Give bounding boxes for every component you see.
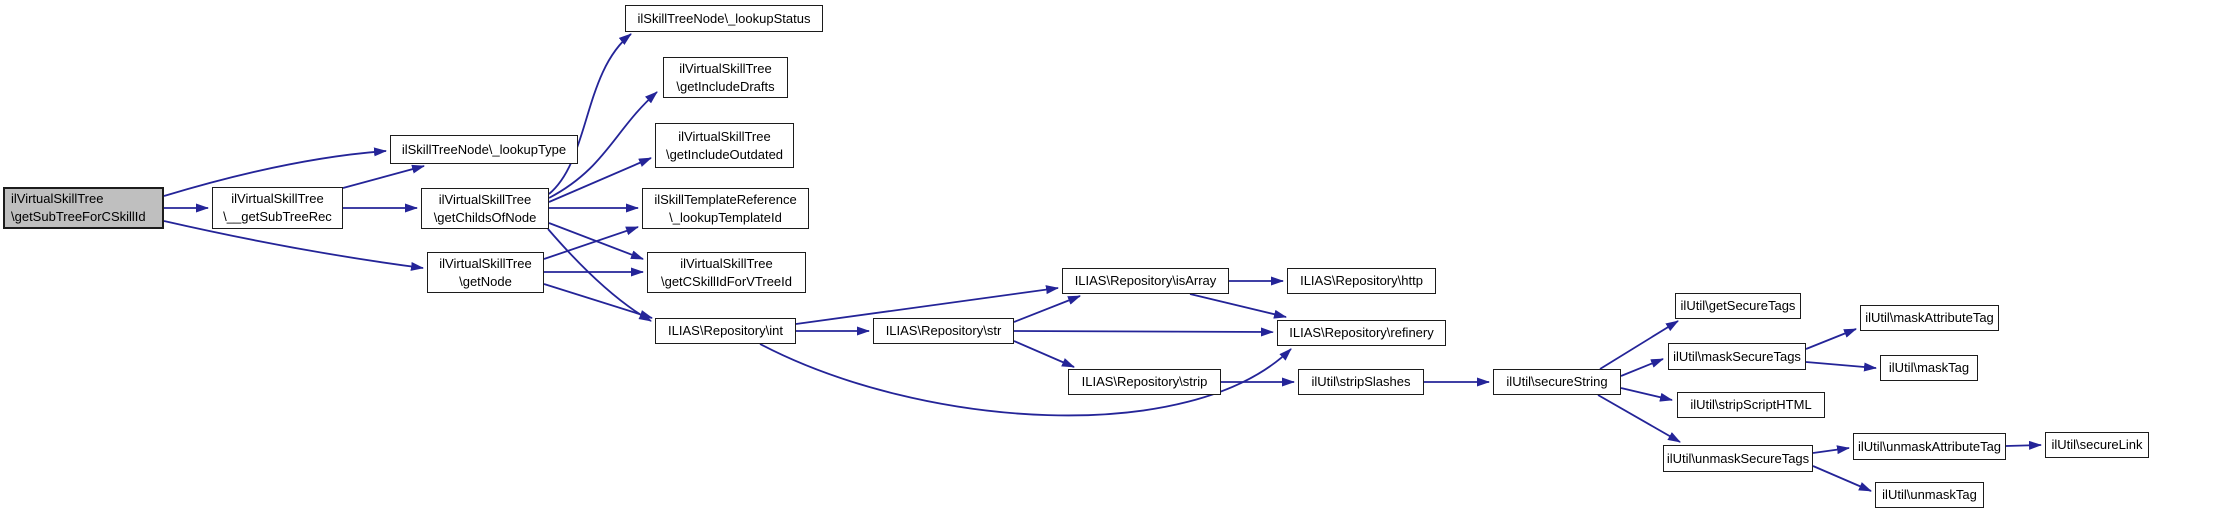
- edge-str-isArray: [1013, 295, 1081, 323]
- node-strip[interactable]: ILIAS\Repository\strip: [1068, 369, 1221, 395]
- node-label-line: ilVirtualSkillTree: [679, 60, 772, 76]
- node-unmaskSecureTags[interactable]: ilUtil\unmaskSecureTags: [1663, 445, 1813, 472]
- node-label-line: ilVirtualSkillTree: [231, 191, 324, 206]
- edge-secureString-maskSecureTags: [1620, 358, 1664, 377]
- edge-getSubTreeForCSkillId-getNode: [163, 220, 424, 271]
- edge-getSubTreeRec-lookupType: [342, 164, 425, 189]
- node-label-line: \getSubTreeForCSkillId: [11, 209, 146, 224]
- edge-getChildsOfNode-getIncludeOutdated: [548, 157, 652, 203]
- node-getSecureTags[interactable]: ilUtil\getSecureTags: [1675, 293, 1801, 319]
- node-secureString[interactable]: ilUtil\secureString: [1493, 369, 1621, 395]
- node-unmaskAttributeTag[interactable]: ilUtil\unmaskAttributeTag: [1853, 433, 2006, 460]
- node-label-line: ILIAS\Repository\http: [1300, 273, 1423, 288]
- node-int[interactable]: ILIAS\Repository\int: [655, 318, 796, 344]
- edge-maskSecureTags-maskAttributeTag: [1805, 328, 1857, 350]
- edge-secureString-unmaskSecureTags: [1597, 394, 1681, 443]
- node-label-line: ILIAS\Repository\refinery: [1289, 325, 1434, 340]
- node-getIncludeDrafts[interactable]: ilVirtualSkillTree \getIncludeDrafts: [663, 57, 788, 98]
- edge-unmaskAttributeTag-secureLink: [2005, 440, 2042, 450]
- edge-getNode-lookupTemplateId: [543, 226, 639, 260]
- node-lookupStatus[interactable]: ilSkillTreeNode\_lookupStatus: [625, 5, 823, 32]
- node-label-line: ilVirtualSkillTree: [678, 128, 771, 144]
- node-label-line: \getCSkillIdForVTreeId: [660, 273, 792, 289]
- node-refinery[interactable]: ILIAS\Repository\refinery: [1277, 320, 1446, 346]
- edge-secureString-stripScriptHTML: [1620, 387, 1673, 402]
- node-label-line: ilVirtualSkillTree: [680, 255, 773, 271]
- node-label-line: ilUtil\secureString: [1506, 374, 1608, 389]
- edge-isArray-refinery: [1189, 293, 1287, 319]
- node-getSubTreeRec[interactable]: ilVirtualSkillTree \__getSubTreeRec: [212, 187, 343, 229]
- node-label-line: ilUtil\maskSecureTags: [1673, 348, 1801, 364]
- node-label-line: ilUtil\stripScriptHTML: [1690, 397, 1812, 412]
- node-label-line: ilSkillTemplateReference: [654, 191, 797, 207]
- node-maskSecureTags[interactable]: ilUtil\maskSecureTags: [1668, 343, 1806, 370]
- node-label-line: \getNode: [459, 273, 512, 289]
- node-label-line: ilUtil\getSecureTags: [1680, 298, 1796, 313]
- node-getChildsOfNode[interactable]: ilVirtualSkillTree \getChildsOfNode: [421, 188, 549, 229]
- node-getCSkillIdForVTreeId[interactable]: ilVirtualSkillTree \getCSkillIdForVTreeId: [647, 252, 806, 293]
- node-label-line: \_lookupTemplateId: [669, 209, 782, 225]
- node-label-line: ilUtil\secureLink: [2051, 437, 2143, 452]
- node-label-line: ilUtil\unmaskSecureTags: [1666, 450, 1810, 466]
- node-label-line: ilSkillTreeNode\_lookupStatus: [637, 10, 811, 26]
- node-label-line: ILIAS\Repository\isArray: [1074, 273, 1217, 288]
- edge-secureString-getSecureTags: [1599, 320, 1679, 370]
- node-label-line: ILIAS\Repository\strip: [1081, 374, 1208, 389]
- edge-str-refinery: [1013, 327, 1274, 337]
- node-label-line: \getIncludeDrafts: [676, 78, 775, 94]
- edge-getChildsOfNode-lookupStatus: [548, 33, 632, 195]
- node-lookupType[interactable]: ilSkillTreeNode\_lookupType: [390, 135, 578, 164]
- edge-int-refinery: [759, 343, 1292, 417]
- node-getIncludeOutdated[interactable]: ilVirtualSkillTree \getIncludeOutdated: [655, 123, 794, 168]
- node-unmaskTag[interactable]: ilUtil\unmaskTag: [1875, 482, 1984, 508]
- edge-getChildsOfNode-getIncludeDrafts: [548, 91, 658, 199]
- node-label-line: ilUtil\unmaskAttributeTag: [1857, 438, 2002, 454]
- node-label-line: ilUtil\maskAttributeTag: [1865, 310, 1994, 325]
- node-str[interactable]: ILIAS\Repository\str: [873, 318, 1014, 344]
- node-maskTag[interactable]: ilUtil\maskTag: [1880, 355, 1978, 381]
- node-label-line: ilUtil\maskTag: [1888, 360, 1970, 375]
- edge-getSubTreeForCSkillId-lookupType: [163, 147, 387, 197]
- node-label-line: ilVirtualSkillTree: [439, 255, 532, 271]
- node-label-line: \getChildsOfNode: [433, 209, 537, 225]
- edge-str-strip: [1013, 340, 1075, 368]
- edge-unmaskSecureTags-unmaskAttributeTag: [1812, 445, 1850, 455]
- node-isArray[interactable]: ILIAS\Repository\isArray: [1062, 268, 1229, 294]
- edge-int-isArray: [795, 285, 1059, 325]
- node-label-line: ILIAS\Repository\int: [668, 323, 783, 338]
- node-label-line: ilVirtualSkillTree: [438, 191, 532, 207]
- node-getNode[interactable]: ilVirtualSkillTree \getNode: [427, 252, 544, 293]
- node-label-line: ilVirtualSkillTree: [11, 191, 104, 206]
- node-label-line: \getIncludeOutdated: [665, 146, 784, 162]
- node-label-line: ilUtil\unmaskTag: [1882, 487, 1977, 502]
- node-getSubTreeForCSkillId[interactable]: ilVirtualSkillTree \getSubTreeForCSkillId: [3, 187, 164, 229]
- node-http[interactable]: ILIAS\Repository\http: [1287, 268, 1436, 294]
- node-label-line: \__getSubTreeRec: [223, 209, 332, 224]
- edge-getNode-int: [543, 283, 653, 319]
- edge-maskSecureTags-maskTag: [1805, 361, 1877, 372]
- node-maskAttributeTag[interactable]: ilUtil\maskAttributeTag: [1860, 305, 1999, 331]
- node-label-line: ILIAS\Repository\str: [885, 323, 1002, 338]
- node-lookupTemplateId[interactable]: ilSkillTemplateReference \_lookupTemplate…: [642, 188, 809, 229]
- node-label-line: ilUtil\stripSlashes: [1311, 374, 1411, 389]
- node-stripScriptHTML[interactable]: ilUtil\stripScriptHTML: [1677, 392, 1825, 418]
- node-stripSlashes[interactable]: ilUtil\stripSlashes: [1298, 369, 1424, 395]
- edge-unmaskSecureTags-unmaskTag: [1812, 465, 1872, 492]
- node-label-line: ilSkillTreeNode\_lookupType: [401, 141, 567, 157]
- node-secureLink[interactable]: ilUtil\secureLink: [2045, 432, 2149, 458]
